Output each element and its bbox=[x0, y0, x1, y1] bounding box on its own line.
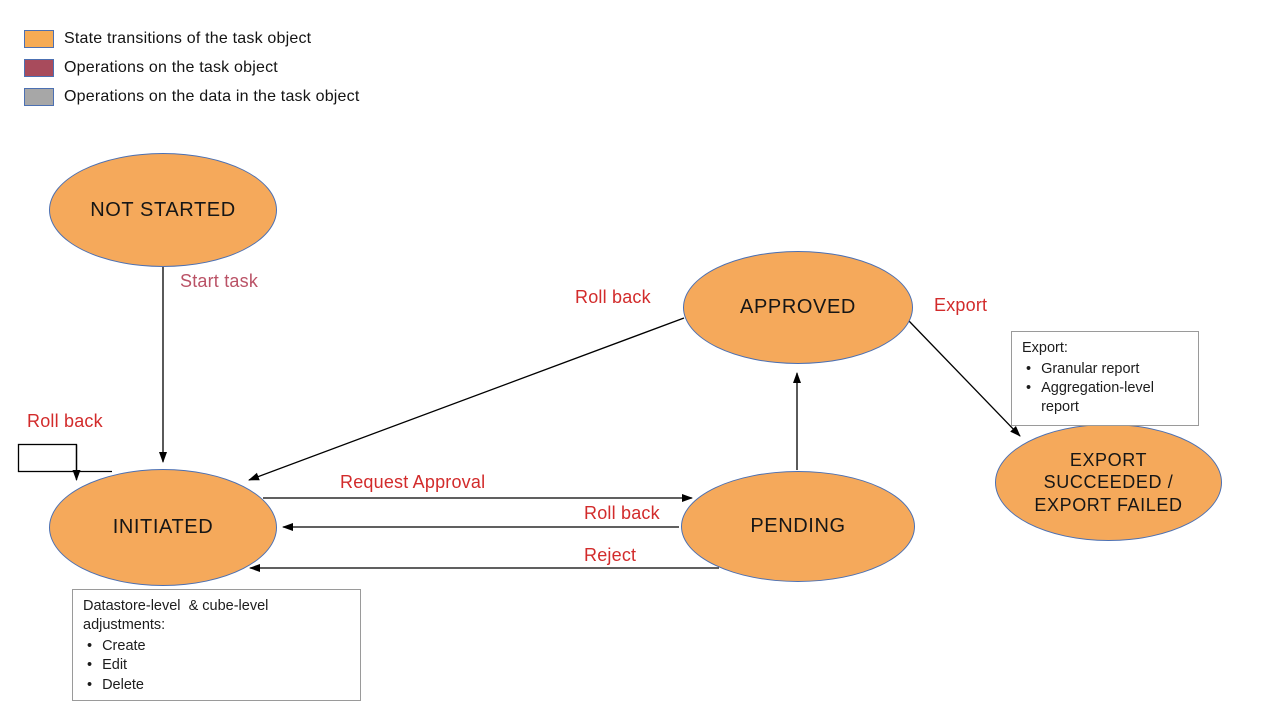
label-roll-back-initiated: Roll back bbox=[27, 411, 103, 431]
label-start-task: Start task bbox=[180, 271, 259, 291]
adjustments-note-item: Create bbox=[87, 637, 350, 656]
export-note-title: Export: bbox=[1022, 340, 1068, 356]
legend-swatch-orange bbox=[24, 30, 54, 48]
label-roll-back-pending: Roll back bbox=[584, 503, 660, 523]
export-note-item: Granular report bbox=[1026, 360, 1188, 379]
legend-swatch-maroon bbox=[24, 59, 54, 77]
legend-item-state-transitions: State transitions of the task object bbox=[24, 30, 360, 48]
legend-label: State transitions of the task object bbox=[64, 30, 312, 47]
export-note-item: Aggregation-level report bbox=[1026, 379, 1188, 417]
label-request-approval: Request Approval bbox=[340, 472, 486, 492]
label-export: Export bbox=[934, 295, 988, 315]
label-roll-back-approved: Roll back bbox=[575, 287, 651, 307]
legend-item-data-operations: Operations on the data in the task objec… bbox=[24, 88, 360, 106]
state-initiated: INITIATED bbox=[49, 469, 277, 586]
label-reject: Reject bbox=[584, 545, 637, 565]
state-not-started: NOT STARTED bbox=[49, 153, 277, 267]
state-approved: APPROVED bbox=[683, 251, 913, 364]
adjustments-note-title: Datastore-level & cube-level adjustments… bbox=[83, 598, 273, 634]
legend-item-task-operations: Operations on the task object bbox=[24, 59, 360, 77]
legend-swatch-gray bbox=[24, 88, 54, 106]
legend-label: Operations on the data in the task objec… bbox=[64, 88, 360, 105]
edge-roll-back-approved-to-initiated bbox=[248, 317, 685, 481]
legend-label: Operations on the task object bbox=[64, 59, 278, 76]
edge-export bbox=[908, 320, 1021, 437]
state-pending: PENDING bbox=[681, 471, 915, 582]
adjustments-note-item: Delete bbox=[87, 676, 350, 695]
roll-back-loop-box bbox=[17, 443, 78, 473]
adjustments-note-list: Create Edit Delete bbox=[83, 637, 350, 694]
adjustments-note-item: Edit bbox=[87, 656, 350, 675]
export-note-list: Granular report Aggregation-level report bbox=[1022, 360, 1188, 417]
legend: State transitions of the task object Ope… bbox=[24, 30, 360, 117]
adjustments-note: Datastore-level & cube-level adjustments… bbox=[72, 589, 361, 701]
export-note: Export: Granular report Aggregation-leve… bbox=[1011, 331, 1199, 426]
state-export-result: EXPORT SUCCEEDED / EXPORT FAILED bbox=[995, 424, 1222, 541]
